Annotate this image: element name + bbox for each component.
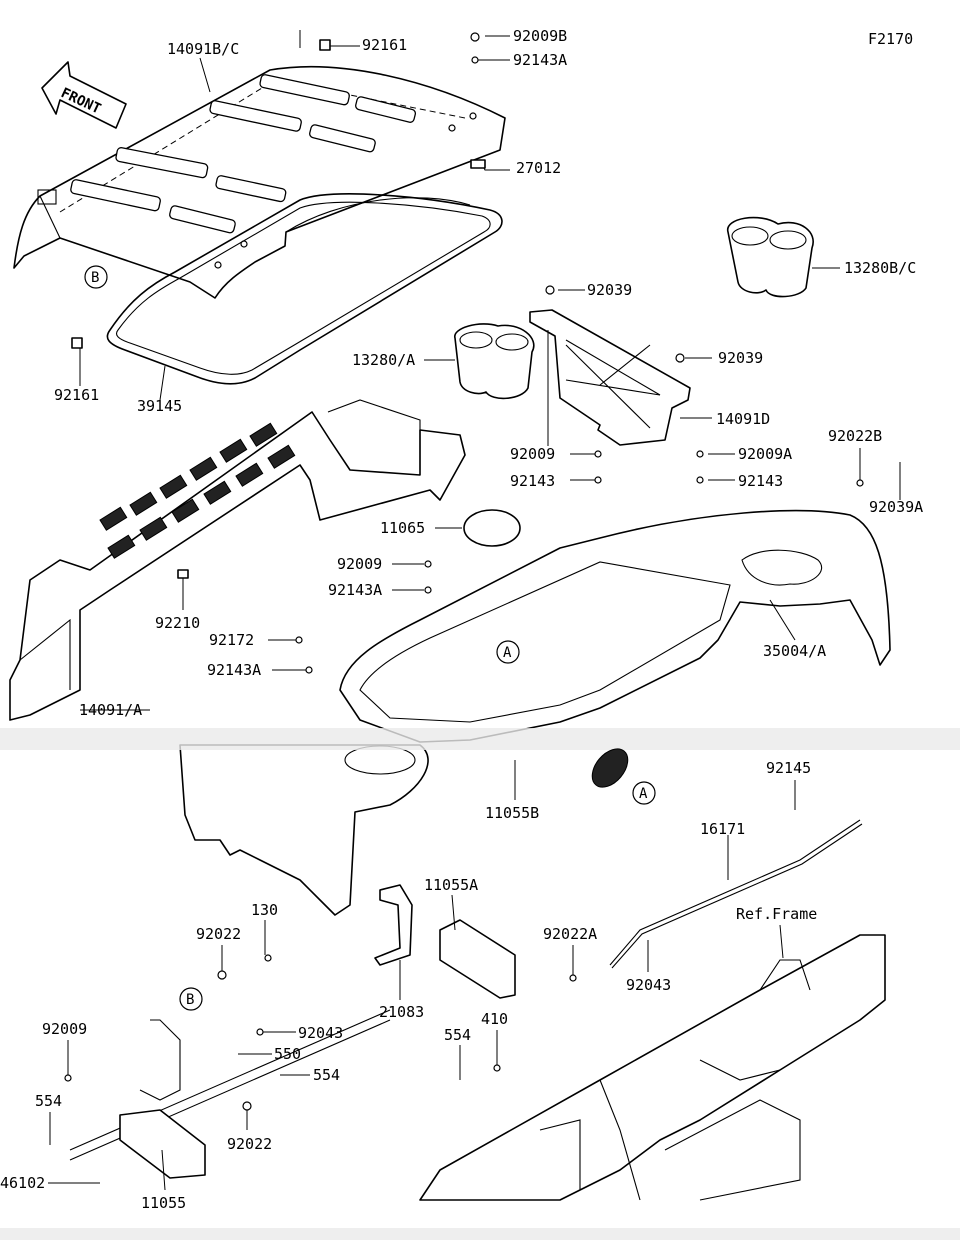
vehicle-frame [419,934,886,1201]
part-label: 92145 [766,759,811,777]
callout-a-upper: A [496,640,520,664]
part-label: 92043 [626,976,671,994]
part-label: 92009 [337,555,382,573]
part-label: 92039 [718,349,763,367]
part-label: 16171 [700,820,745,838]
part-label: 92172 [209,631,254,649]
part-label: 92009 [42,1020,87,1038]
part-label: 130 [251,901,278,919]
ref-frame-label: Ref.Frame [736,905,817,923]
part-label: 21083 [379,1003,424,1021]
callout-a-upper-text: A [503,645,512,661]
figure-code: F2170 [868,30,913,48]
part-label: 550 [274,1045,301,1063]
part-label: 14091D [716,410,770,428]
dash-panel [9,399,466,721]
callout-a-lower-text: A [639,786,648,802]
part-label: 11065 [380,519,425,537]
part-label: 554 [444,1026,471,1044]
part-label: 92043 [298,1024,343,1042]
part-label: 11055B [485,804,539,822]
part-label: 554 [35,1092,62,1110]
cup-holder-a [454,323,535,400]
part-label: 92039 [587,281,632,299]
part-label: 92143A [207,661,261,679]
part-label: 92143 [510,472,555,490]
callout-b-lower: B [179,987,203,1011]
part-label: 92210 [155,614,200,632]
glovebox-lid [463,509,521,547]
cable [609,819,861,966]
rear-shelf [529,309,691,446]
cup-holder-bc [727,216,814,298]
callout-b-upper-text: B [91,270,99,286]
part-label: 92143A [513,51,567,69]
part-label: 14091/A [79,701,142,719]
part-label: 92022 [227,1135,272,1153]
bracket-assembly [69,884,516,1179]
callout-b-lower-text: B [186,992,194,1008]
part-label: 92022 [196,925,241,943]
scan-band [0,728,960,750]
roof-panel [13,65,506,299]
part-label: 92022A [543,925,597,943]
part-label: 410 [481,1010,508,1028]
part-label: 13280/A [352,351,415,369]
part-label: 92009 [510,445,555,463]
part-label: 92039A [869,498,923,516]
part-label: 27012 [516,159,561,177]
part-label: 14091B/C [167,40,239,58]
callout-a-lower: A [632,781,656,805]
front-arrow-icon: FRONT [41,61,127,129]
part-label: 35004/A [763,642,826,660]
part-label: 13280B/C [844,259,916,277]
callout-b-upper: B [84,265,108,289]
roof-seal [106,193,503,385]
console-tray [339,509,891,743]
part-label: 92143A [328,581,382,599]
part-label: 92161 [362,36,407,54]
part-label: 92009A [738,445,792,463]
part-label: 92161 [54,386,99,404]
part-label: 92009B [513,27,567,45]
fasteners [64,32,864,1111]
part-label: 11055 [141,1194,186,1212]
part-label: 46102 [0,1174,45,1192]
part-label: 39145 [137,397,182,415]
leader-lines [48,30,901,1191]
part-label: 92143 [738,472,783,490]
part-label: 554 [313,1066,340,1084]
part-labels: 14091B/C 92161 92009B 92143A 27012 13280… [0,27,923,1212]
part-label: 92022B [828,427,882,445]
grille-vents [99,422,296,559]
part-label: 11055A [424,876,478,894]
